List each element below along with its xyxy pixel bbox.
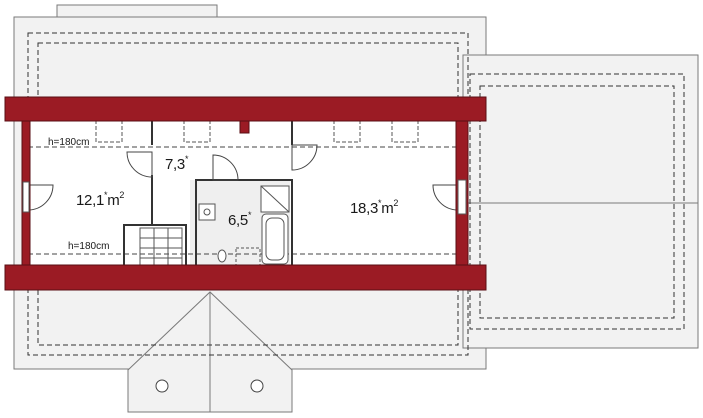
door-bath — [212, 154, 239, 181]
toilet — [217, 249, 227, 263]
wall-south — [4, 264, 487, 291]
area-value: 6,5 — [228, 212, 248, 229]
area-unit: m — [107, 192, 120, 209]
vents — [155, 379, 264, 393]
vent-icon — [155, 379, 169, 393]
height-note-bottom: h=180cm — [68, 241, 110, 252]
vent-icon — [250, 379, 264, 393]
door-hall-west — [126, 151, 153, 178]
staircase — [139, 227, 183, 267]
roof-outline — [13, 4, 699, 413]
wall-north — [4, 96, 487, 122]
area-exponent: 2 — [393, 198, 399, 208]
room-area-label-hall: 7,3* — [165, 154, 189, 173]
room-area-label-west: 12,1*m2 — [76, 190, 125, 209]
area-value: 12,1 — [76, 192, 104, 209]
area-unit: m — [381, 200, 394, 217]
bathroom-fixtures — [198, 185, 290, 267]
area-exponent: 2 — [119, 190, 125, 200]
area-mark: * — [104, 190, 108, 200]
area-mark: * — [184, 154, 189, 164]
door-east — [291, 144, 318, 171]
wall-post — [239, 120, 250, 134]
area-mark: * — [378, 198, 382, 208]
roof-garage — [462, 54, 699, 349]
room-area-label-east: 18,3*m2 — [350, 198, 399, 217]
room-area-label-bathroom: 6,5* — [228, 210, 252, 229]
external-walls — [4, 96, 487, 291]
height-note-top: h=180cm — [48, 137, 90, 148]
area-value: 7,3 — [165, 156, 185, 173]
area-mark: * — [247, 210, 252, 220]
area-value: 18,3 — [350, 200, 378, 217]
side-windows — [22, 179, 467, 215]
partition-walls — [123, 120, 293, 266]
